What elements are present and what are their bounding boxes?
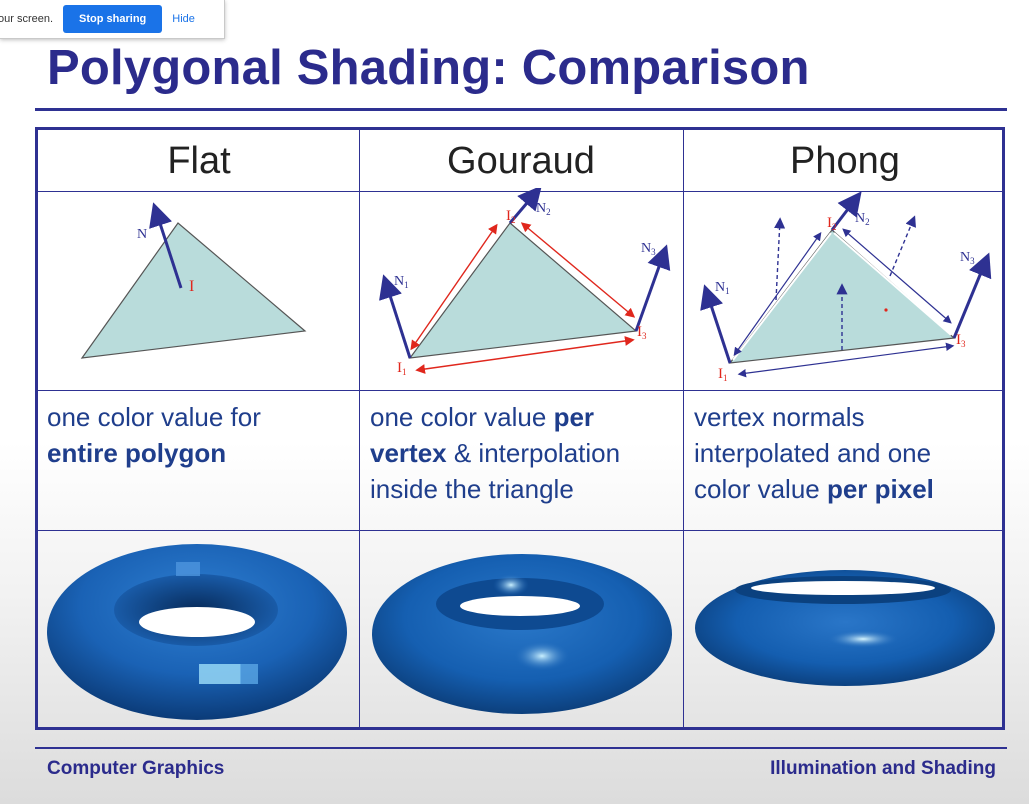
phong-diagram: N1 N2 N3 I1 I2 I3 xyxy=(700,191,992,383)
flat-intensity-label: I xyxy=(189,278,194,295)
phong-edge-arrow xyxy=(842,228,952,324)
gouraud-normal-1 xyxy=(379,274,412,359)
gouraud-n3-label: N3 xyxy=(641,241,656,257)
phong-i2-label: I2 xyxy=(827,215,837,232)
share-message: our screen. xyxy=(0,13,54,25)
phong-i1-label: I1 xyxy=(718,366,728,383)
gouraud-diagram: N1 N2 N3 I1 I2 I3 xyxy=(379,188,671,377)
screen-share-bar: our screen. Stop sharing Hide xyxy=(0,0,225,39)
row-divider xyxy=(38,530,1002,531)
gouraud-edge-arrow xyxy=(520,222,636,318)
gouraud-description: one color value per vertex & interpolati… xyxy=(370,399,675,507)
phong-n2-label: N2 xyxy=(855,211,870,227)
gouraud-i2-label: I2 xyxy=(506,208,516,225)
gouraud-normal-3 xyxy=(634,244,671,332)
heading-gouraud: Gouraud xyxy=(447,139,595,182)
hide-link[interactable]: Hide xyxy=(172,13,195,25)
phong-i3-label: I3 xyxy=(956,332,966,349)
footer-course-name: Computer Graphics xyxy=(47,758,225,779)
gouraud-i1-label: I1 xyxy=(397,360,407,377)
flat-triangle xyxy=(80,222,307,359)
heading-flat: Flat xyxy=(167,139,231,182)
phong-desc-text: interpolated and one xyxy=(694,438,932,468)
gouraud-n1-label: N1 xyxy=(394,274,409,290)
phong-normal-1 xyxy=(700,284,732,364)
phong-description: vertex normals interpolated and one colo… xyxy=(694,399,999,507)
gouraud-edge-arrow xyxy=(410,223,498,351)
phong-normal-3 xyxy=(952,252,992,339)
flat-desc-bold: entire polygon xyxy=(47,438,227,468)
gouraud-desc-text: & interpolation xyxy=(446,438,621,468)
gouraud-desc-bold: per xyxy=(553,402,595,432)
gouraud-desc-text: inside the triangle xyxy=(370,474,574,504)
flat-torus-image xyxy=(47,544,347,720)
title-divider xyxy=(35,108,1007,111)
flat-description: one color value for entire polygon xyxy=(47,399,347,471)
flat-diagram: N I xyxy=(80,202,307,359)
gouraud-i3-label: I3 xyxy=(637,324,647,341)
stop-sharing-button[interactable]: Stop sharing xyxy=(63,5,163,33)
gouraud-edge-arrow xyxy=(415,336,635,374)
phong-n3-label: N3 xyxy=(960,250,975,266)
row-divider xyxy=(38,390,1002,391)
column-divider xyxy=(359,130,360,728)
flat-normal-label: N xyxy=(137,227,147,242)
column-divider xyxy=(683,130,684,728)
slide-title: Polygonal Shading: Comparison xyxy=(47,41,810,95)
phong-edge-arrow xyxy=(733,232,822,356)
footer-divider xyxy=(35,747,1007,749)
gouraud-desc-bold: vertex xyxy=(370,438,447,468)
comparison-table xyxy=(35,127,1005,730)
gouraud-normal-2 xyxy=(508,188,542,224)
phong-pixel-dot xyxy=(884,308,888,312)
footer-topic: Illumination and Shading xyxy=(770,758,996,779)
phong-interp-normal xyxy=(773,217,786,301)
phong-interp-normal xyxy=(889,215,916,277)
gouraud-desc-text: one color value xyxy=(370,402,554,432)
phong-desc-bold: per pixel xyxy=(826,474,934,504)
flat-normal-arrow xyxy=(149,202,183,289)
gouraud-torus-image xyxy=(372,554,672,714)
gouraud-n2-label: N2 xyxy=(536,201,551,217)
phong-desc-text: color value xyxy=(694,474,827,504)
phong-desc-text: vertex normals xyxy=(694,402,865,432)
heading-phong: Phong xyxy=(790,139,900,182)
phong-n1-label: N1 xyxy=(715,280,730,296)
flat-desc-text: one color value for xyxy=(47,402,261,432)
phong-torus-image xyxy=(695,570,995,686)
phong-normal-2 xyxy=(830,191,862,231)
phong-edge-arrow xyxy=(737,342,955,378)
